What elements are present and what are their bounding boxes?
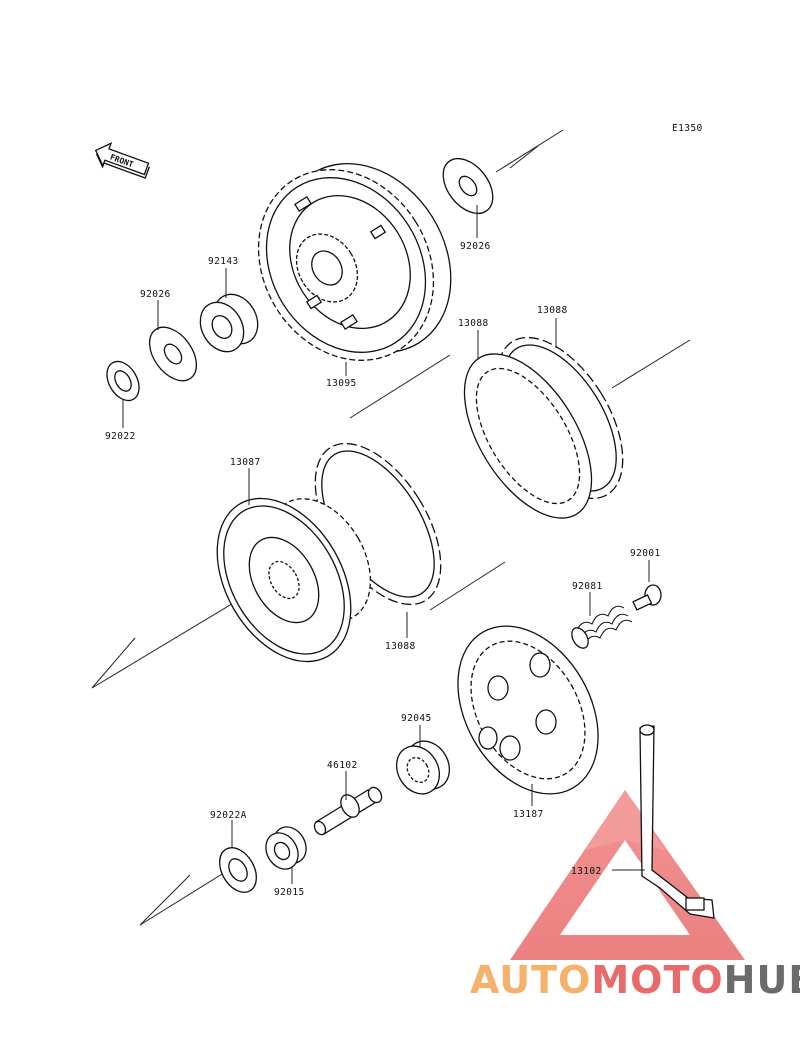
- nut-92015: [265, 826, 307, 870]
- leader-lines: [122, 205, 650, 884]
- watermark-part-auto: AUTO: [470, 958, 591, 1002]
- washer-92022A: [219, 847, 257, 893]
- svg-text:AUTOMOTOHUB: AUTOMOTOHUB: [470, 958, 800, 1002]
- washer-92026-left: [148, 326, 198, 382]
- part-label-13087: 13087: [230, 457, 261, 468]
- part-label-13088-bottom: 13088: [385, 641, 416, 652]
- front-arrow-icon: FRONT: [94, 141, 150, 179]
- part-label-13187: 13187: [513, 809, 544, 820]
- watermark-part-hub: HUB: [724, 958, 800, 1002]
- washer-92026-top: [442, 157, 494, 215]
- axis-lines: [91, 129, 691, 926]
- part-label-13088-top-left: 13088: [458, 318, 489, 329]
- spring-92081: [571, 605, 633, 649]
- part-label-92026-left: 92026: [140, 289, 171, 300]
- part-labels: 92026 92143 92026 92022 13095 13088 1308…: [105, 241, 661, 898]
- pressure-plate-13187: [457, 625, 599, 795]
- friction-plate-13088-bottom: [314, 442, 442, 606]
- part-label-13102: 13102: [571, 866, 602, 877]
- part-label-92015: 92015: [274, 887, 305, 898]
- part-label-92001: 92001: [630, 548, 661, 559]
- part-label-13088-top-right: 13088: [537, 305, 568, 316]
- bolt-92001: [632, 584, 662, 611]
- part-label-46102: 46102: [327, 760, 358, 771]
- steel-plate-13089: [463, 353, 593, 519]
- washer-92022: [106, 360, 140, 402]
- release-lever-13102: [639, 724, 715, 919]
- part-label-92045: 92045: [401, 713, 432, 724]
- clutch-hub-13087: [216, 497, 372, 663]
- push-rod-46102: [313, 786, 383, 836]
- drawing-code: E1350: [672, 123, 703, 134]
- watermark-part-moto: MOTO: [591, 958, 723, 1002]
- clutch-housing-13095: [257, 163, 452, 361]
- part-label-92143: 92143: [208, 256, 239, 267]
- part-label-13095: 13095: [326, 378, 357, 389]
- watermark-wordmark: AUTOMOTOHUB: [470, 958, 800, 1002]
- part-label-92026-top: 92026: [460, 241, 491, 252]
- watermark-logo-triangle: [510, 790, 745, 960]
- part-label-92081: 92081: [572, 581, 603, 592]
- part-label-92022: 92022: [105, 431, 136, 442]
- bushing-92143: [199, 293, 259, 353]
- bearing-92045: [395, 740, 451, 795]
- part-label-92022A: 92022A: [210, 810, 247, 821]
